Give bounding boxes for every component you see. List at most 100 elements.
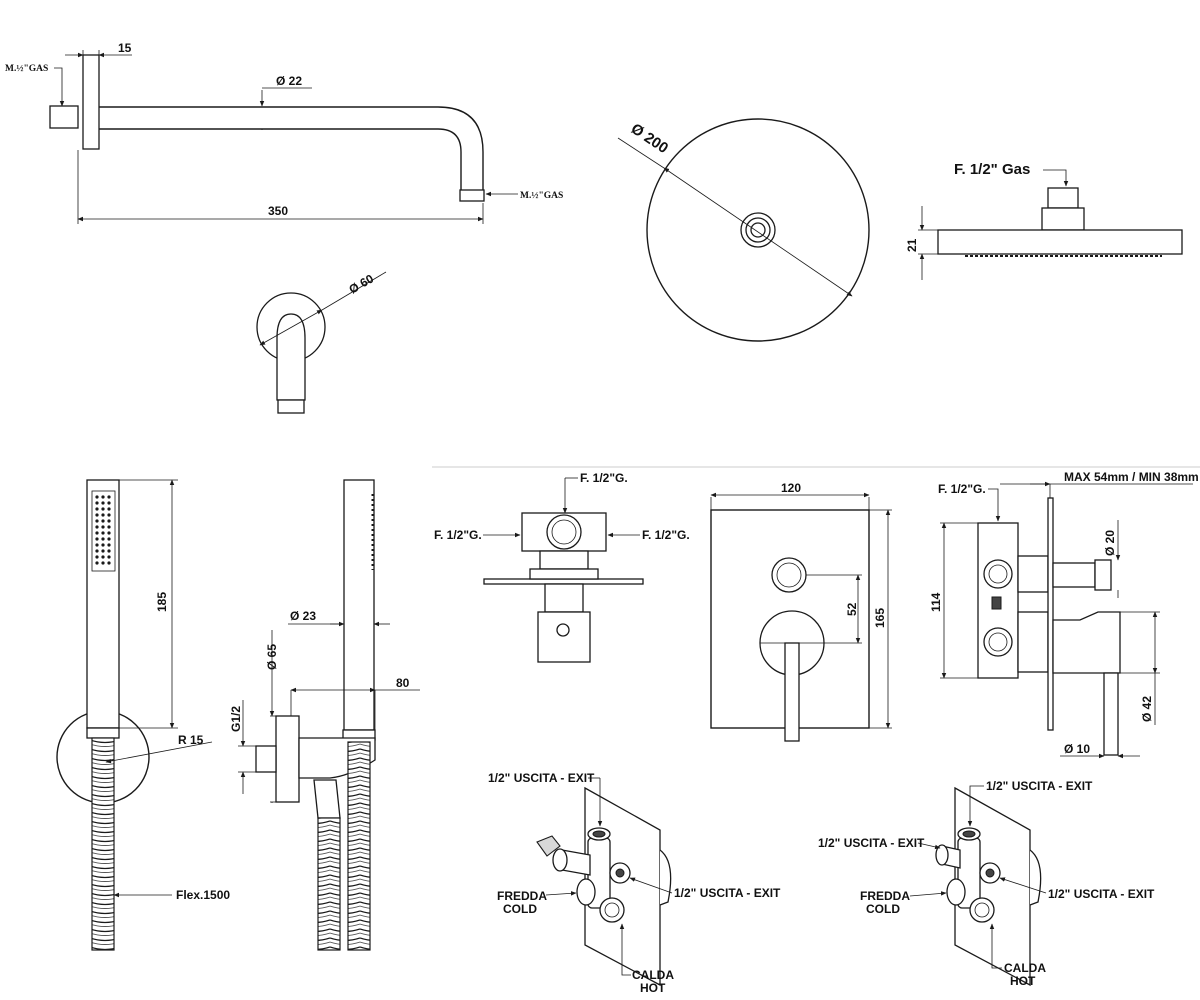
arm-thread-left-leader <box>54 67 65 107</box>
hand-shower-hose-label: Flex.1500 <box>176 888 230 902</box>
arm-flange-view: Ø 60 <box>256 271 387 414</box>
nozzle-dot <box>101 531 105 535</box>
side-handle <box>343 479 375 731</box>
nozzle-dot <box>101 507 105 511</box>
shower-arm-view: M.½"GAS 15 Ø 22 350 M.½"GAS <box>5 41 563 224</box>
nozzle-dot <box>107 525 111 529</box>
iso-left-hot-en-label: HOT <box>640 981 666 995</box>
hand-shower-hose <box>91 737 115 951</box>
mixer-lever <box>784 642 800 742</box>
iso-left-exit-right-label: 1/2" USCITA - EXIT <box>674 886 781 900</box>
arm-pipe-diameter-label: Ø 22 <box>276 74 302 88</box>
iso-right-hot-port <box>969 897 995 923</box>
nozzle-dot <box>107 561 111 565</box>
nozzle-dot <box>101 537 105 541</box>
cover-height-label: 165 <box>873 608 887 628</box>
nozzle-dot <box>95 537 99 541</box>
iso-left-cold-port <box>576 878 596 906</box>
shower-head-thickness-label: 21 <box>905 238 919 252</box>
hand-shower-front-view: 185 R 15 Flex.1500 <box>56 479 230 951</box>
iso-right-exit-right-label: 1/2" USCITA - EXIT <box>1048 887 1155 901</box>
cover-diverter-offset-label: 52 <box>845 602 859 616</box>
arm-outlet <box>459 189 485 202</box>
nozzle-dot <box>95 549 99 553</box>
shower-head-disc <box>646 118 870 342</box>
valve-side-wall-depth-label: MAX 54mm / MIN 38mm <box>1064 470 1199 484</box>
iso-right-cold-port <box>946 878 966 906</box>
nozzle-dot <box>107 543 111 547</box>
hand-holder-diameter-label: Ø 23 <box>290 609 316 623</box>
side-elbow-outlet <box>313 779 341 819</box>
valve-left-connection-label: F. 1/2"G. <box>434 528 482 542</box>
hand-shower-height-label: 185 <box>155 592 169 612</box>
nozzle-dot <box>95 561 99 565</box>
side-wall-plate <box>275 715 300 803</box>
nozzle-dot <box>101 513 105 517</box>
side-thread-stub <box>255 745 277 773</box>
iso-right-hot-en-label: HOT <box>1010 974 1036 988</box>
nozzle-dot <box>95 543 99 547</box>
nozzle-dot <box>107 513 111 517</box>
hand-shower-collar <box>86 727 120 739</box>
iso-right-exit-left-label: 1/2" USCITA - EXIT <box>818 836 925 850</box>
nozzle-dot <box>107 537 111 541</box>
valve-side-view: F. 1/2"G. MAX 54mm / MIN 38mm 114 Ø 20 Ø… <box>929 470 1199 759</box>
hand-shower-nozzles <box>95 495 111 565</box>
shower-head-diameter-label: Ø 200 <box>628 120 671 157</box>
iso-valve-right: 1/2" USCITA - EXIT 1/2" USCITA - EXIT 1/… <box>818 779 1155 988</box>
valve-stem-housing <box>544 583 584 613</box>
iso-right-hot-it-label: CALDA <box>1004 961 1046 975</box>
hand-projection-label: 80 <box>396 676 410 690</box>
valve-side-mixer-cartridge <box>1017 611 1049 673</box>
iso-left-exit-top-label: 1/2" USCITA - EXIT <box>488 771 595 785</box>
arm-flange-dim-label: 15 <box>118 41 132 55</box>
shower-head-side-view: F. 1/2" Gas 21 <box>905 161 1183 280</box>
iso-left-hot-it-label: CALDA <box>632 968 674 982</box>
iso-right-cold-en-label: COLD <box>866 902 900 916</box>
arm-rosette-diameter-label: Ø 60 <box>347 271 377 296</box>
iso-left-hot-port <box>599 897 625 923</box>
nozzle-dot <box>101 555 105 559</box>
side-hose-left <box>317 817 341 951</box>
valve-side-height-label: 114 <box>929 592 943 612</box>
hand-thread-label: G1/2 <box>229 706 243 732</box>
arm-front-pipe <box>276 313 306 401</box>
arm-thread-left-label: M.½"GAS <box>5 64 48 74</box>
hand-outlet-diameter-label: Ø 65 <box>265 644 279 670</box>
arm-pipe-bottom <box>99 128 462 190</box>
valve-side-handle <box>1052 611 1121 674</box>
side-hose-right <box>347 741 371 951</box>
nozzle-dot <box>95 519 99 523</box>
nozzle-dot <box>95 507 99 511</box>
nozzle-dot <box>107 507 111 511</box>
iso-valve-left: 1/2" USCITA - EXIT 1/2" USCITA - EXIT FR… <box>488 771 781 995</box>
nozzle-dot <box>107 549 111 553</box>
valve-side-upper-port <box>983 559 1013 589</box>
valve-side-lever-diameter-label: Ø 10 <box>1064 742 1090 756</box>
iso-left-plug <box>536 835 561 857</box>
nozzle-dot <box>101 543 105 547</box>
nozzle-dot <box>101 549 105 553</box>
nozzle-dot <box>107 501 111 505</box>
nozzle-dot <box>95 513 99 517</box>
nozzle-dot <box>101 501 105 505</box>
nozzle-dot <box>101 561 105 565</box>
iso-left-cold-it-label: FREDDA <box>497 889 547 903</box>
valve-top-connection-label: F. 1/2"G. <box>580 471 628 485</box>
valve-side-knob-stem <box>1052 562 1096 588</box>
valve-right-connection-label: F. 1/2"G. <box>642 528 690 542</box>
hand-shower-radius-label: R 15 <box>178 733 204 747</box>
nozzle-dot <box>95 531 99 535</box>
arm-thread-right-label: M.½"GAS <box>520 191 563 201</box>
nozzle-dot <box>101 519 105 523</box>
nozzle-dot <box>101 525 105 529</box>
nozzle-dot <box>107 495 111 499</box>
arm-front-outlet <box>277 399 305 414</box>
valve-side-wall-plate <box>1047 497 1054 731</box>
iso-right-exit-top-label: 1/2" USCITA - EXIT <box>986 779 1093 793</box>
valve-body-view: F. 1/2"G. F. 1/2"G. F. 1/2"G. <box>434 471 690 663</box>
shower-head-top-view: Ø 200 <box>617 118 870 342</box>
nozzle-dot <box>107 555 111 559</box>
valve-side-lower-port <box>983 627 1013 657</box>
